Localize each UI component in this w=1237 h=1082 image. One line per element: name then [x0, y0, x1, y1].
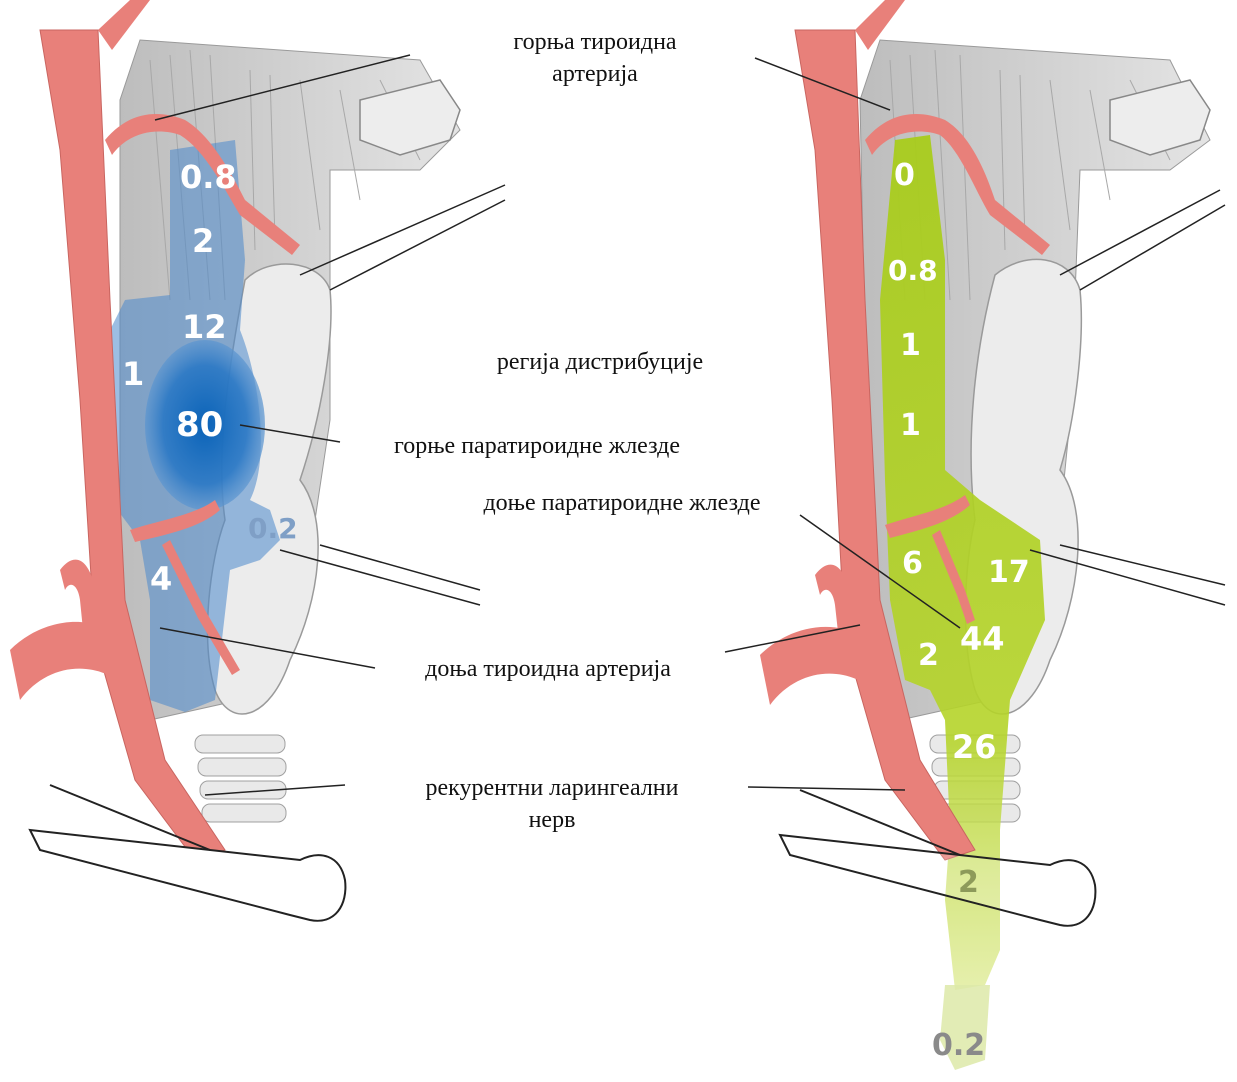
right-value: 0.2	[932, 1028, 985, 1063]
right-value: 26	[952, 728, 997, 766]
recurrent-nerve-label: рекурентни ларингеални нерв	[382, 772, 722, 836]
right-value: 0	[894, 158, 915, 193]
left-trachea	[195, 735, 286, 822]
right-value: 1	[900, 328, 921, 363]
right-value: 2	[958, 865, 979, 900]
distribution-region-label: регија дистрибуције	[455, 346, 745, 378]
superior-thyroid-artery-label: горња тироидна артерија	[460, 26, 730, 90]
right-value: 2	[918, 638, 939, 673]
right-value: 44	[960, 620, 1005, 658]
recurrent-nerve-label-line2: нерв	[382, 804, 722, 836]
inferior-thyroid-artery-label: доња тироидна артерија	[378, 653, 718, 685]
superior-parathyroid-label: горње паратироидне жлезде	[352, 430, 722, 462]
superior-thyroid-artery-label-line1: горња тироидна	[460, 26, 730, 58]
superior-thyroid-artery-label-line2: артерија	[460, 58, 730, 90]
left-value: 12	[182, 308, 227, 346]
right-value: 17	[988, 555, 1030, 590]
inferior-parathyroid-label: доње паратироидне жлезде	[432, 487, 812, 519]
left-value: 0.2	[248, 512, 298, 545]
left-value: 80	[176, 405, 223, 445]
right-value: 1	[900, 408, 921, 443]
right-value: 0.8	[888, 254, 938, 287]
right-panel: 0 0.8 1 1 6 17 44 2 26 2 0.2	[725, 0, 1225, 1070]
left-value: 0.8	[180, 158, 237, 196]
left-value: 1	[122, 355, 144, 393]
recurrent-nerve-label-line1: рекурентни ларингеални	[382, 772, 722, 804]
left-value: 4	[150, 560, 172, 598]
right-value: 6	[902, 546, 923, 581]
left-value: 2	[192, 222, 214, 260]
